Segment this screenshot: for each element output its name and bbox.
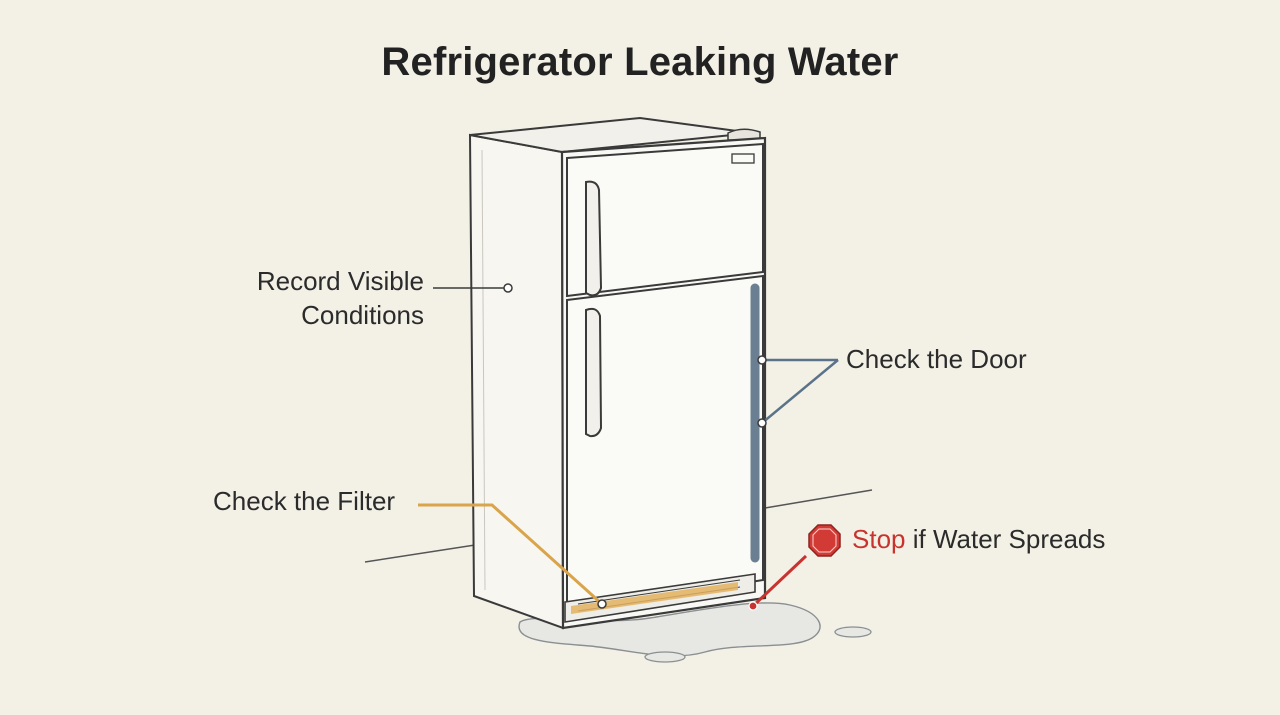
stop-word: Stop: [852, 524, 906, 554]
fridge-handle: [585, 307, 603, 438]
water-puddle: [518, 602, 821, 657]
water-drop: [644, 651, 686, 663]
side-shading: [481, 149, 486, 591]
water-drop: [834, 626, 872, 638]
control-panel: [731, 153, 755, 164]
record-conditions-label: Record Visible Conditions: [180, 264, 424, 332]
filter-highlight: [571, 582, 738, 614]
record-conditions-line2: Conditions: [301, 300, 424, 330]
stop-callout-dot: [748, 601, 758, 611]
door-callout-dot: [757, 418, 767, 428]
freezer-door: [566, 142, 764, 298]
freezer-handle: [585, 180, 603, 297]
floor-line-left: [364, 544, 476, 563]
door-callout-dot: [757, 355, 767, 365]
diagram-title: Refrigerator Leaking Water: [381, 40, 899, 84]
check-door-label: Check the Door: [846, 344, 1027, 374]
door-leader-line: [761, 359, 839, 424]
floor-line-right: [764, 489, 873, 509]
stop-water-label: Stop if Water Spreads: [852, 524, 1105, 555]
filter-leader-line: [418, 503, 604, 606]
fridge-door: [566, 274, 764, 614]
grille-slat: [577, 579, 741, 605]
filter-callout-dot: [597, 599, 607, 609]
stop-sign-icon: [808, 524, 841, 557]
record-conditions-line1: Record Visible: [256, 266, 424, 296]
stop-rest-text: if Water Spreads: [905, 524, 1106, 554]
check-filter-label: Check the Filter: [213, 486, 396, 516]
stop-leader-line: [751, 554, 808, 608]
record-callout-dot: [503, 283, 513, 293]
